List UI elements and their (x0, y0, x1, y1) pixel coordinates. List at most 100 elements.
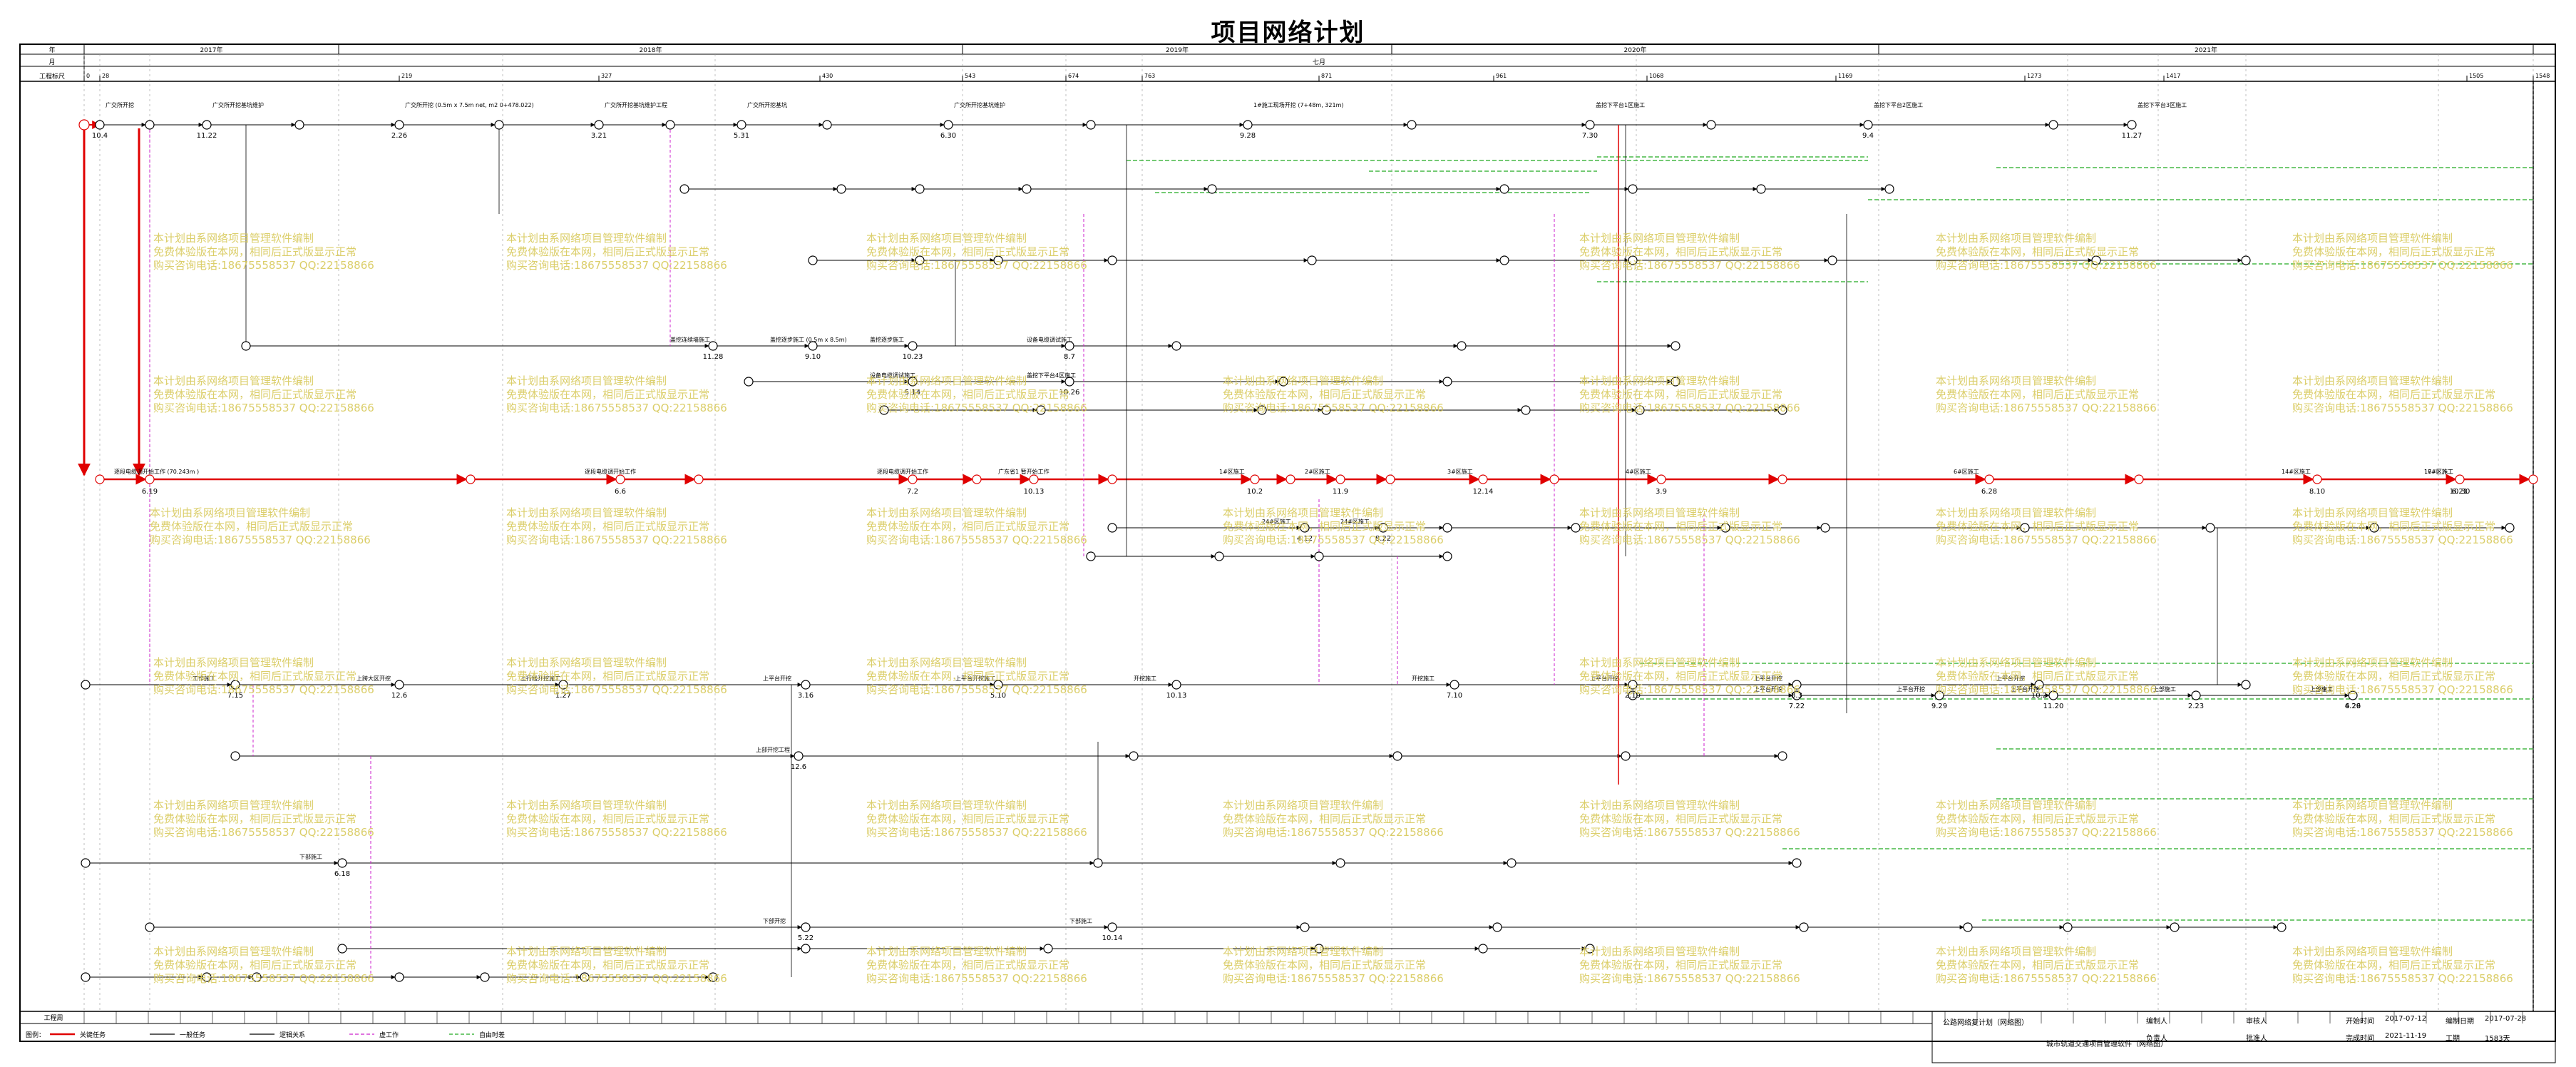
watermark-text: 本计划由系网络项目管理软件编制免费体验版在本网，相同后正式版显示正常购买咨询电话… (1936, 232, 2157, 272)
watermark-line: 购买咨询电话:18675558537 QQ:22158866 (1223, 534, 1444, 546)
event-node (337, 858, 347, 868)
watermark-line: 购买咨询电话:18675558537 QQ:22158866 (2292, 972, 2513, 985)
watermark-text: 本计划由系网络项目管理软件编制免费体验版在本网，相同后正式版显示正常购买咨询电话… (1936, 799, 2157, 839)
watermark-line: 免费体验版在本网，相同后正式版显示正常 (2292, 520, 2496, 533)
watermark-text: 本计划由系网络项目管理软件编制免费体验版在本网，相同后正式版显示正常购买咨询电话… (866, 799, 1087, 839)
event-node (801, 680, 811, 690)
watermark-line: 免费体验版在本网，相同后正式版显示正常 (1223, 388, 1427, 401)
watermark-line: 免费体验版在本网，相同后正式版显示正常 (1223, 959, 1427, 971)
footer-field-value: 2017-07-28 (2485, 1015, 2527, 1023)
footer-field-label: 工期 (2446, 1035, 2460, 1043)
event-node (2127, 120, 2137, 130)
event-node (81, 972, 91, 982)
watermark-line: 免费体验版在本网，相同后正式版显示正常 (866, 520, 1070, 533)
watermark-line: 本计划由系网络项目管理软件编制 (506, 656, 667, 669)
watermark-line: 免费体验版在本网，相同后正式版显示正常 (153, 245, 357, 258)
event-node (1799, 922, 1809, 932)
middle-label: 24#区施工 (1340, 518, 1370, 525)
watermark-line: 免费体验版在本网，相同后正式版显示正常 (1579, 670, 1783, 683)
lower-label: 工作施工 (193, 675, 215, 682)
critical-node (1107, 474, 1117, 484)
watermark-line: 本计划由系网络项目管理软件编制 (153, 945, 314, 958)
critical-task-date: 10.30 (2450, 488, 2470, 496)
task-label: 盖挖下平台3区施工 (2138, 101, 2187, 108)
task-date: 5.31 (734, 132, 749, 140)
watermark-line: 购买咨询电话:18675558537 QQ:22158866 (2292, 683, 2513, 696)
watermark-line: 购买咨询电话:18675558537 QQ:22158866 (506, 534, 727, 546)
event-node (1521, 405, 1531, 415)
lower-date: 7.22 (1789, 703, 1805, 710)
event-node (1207, 184, 1217, 194)
watermark-text: 本计划由系网络项目管理软件编制免费体验版在本网，相同后正式版显示正常购买咨询电话… (866, 374, 1087, 415)
lower-date: 12.6 (791, 763, 806, 771)
watermark-line: 本计划由系网络项目管理软件编制 (866, 945, 1027, 958)
watermark-text: 本计划由系网络项目管理软件编制免费体验版在本网，相同后正式版显示正常购买咨询电话… (2292, 506, 2513, 547)
watermark-text: 本计划由系网络项目管理软件编制免费体验版在本网，相同后正式版显示正常购买咨询电话… (153, 374, 374, 415)
event-node (230, 751, 240, 761)
watermark-line: 免费体验版在本网，相同后正式版显示正常 (506, 245, 710, 258)
watermark-line: 本计划由系网络项目管理软件编制 (1936, 945, 2097, 958)
watermark-text: 本计划由系网络项目管理软件编制免费体验版在本网，相同后正式版显示正常购买咨询电话… (1223, 799, 1444, 839)
event-node (2034, 680, 2044, 690)
event-node (2020, 523, 2030, 533)
watermark-line: 购买咨询电话:18675558537 QQ:22158866 (150, 534, 371, 546)
critical-task-label: 逐段电缆调开始工作 (877, 468, 928, 475)
event-node (2505, 523, 2515, 533)
event-node (1335, 858, 1345, 868)
task-date: 7.30 (1582, 132, 1598, 140)
event-node (1884, 184, 1894, 194)
critical-node (1984, 474, 1994, 484)
watermark-line: 购买咨询电话:18675558537 QQ:22158866 (1579, 972, 1800, 985)
lower-label: 上平台开挖 (1754, 685, 1782, 693)
watermark-text: 本计划由系网络项目管理软件编制免费体验版在本网，相同后正式版显示正常购买咨询电话… (1579, 232, 1800, 272)
duration-row-label: 工程周 (43, 1014, 63, 1022)
watermark-line: 免费体验版在本网，相同后正式版显示正常 (1579, 812, 1783, 825)
event-node (808, 341, 818, 351)
critical-task-label: 6#区施工 (1954, 468, 1979, 475)
tick-label: 28 (102, 73, 109, 79)
task-date: 9.4 (1862, 132, 1874, 140)
watermark-line: 免费体验版在本网，相同后正式版显示正常 (1223, 812, 1427, 825)
event-node (993, 680, 1003, 690)
tick-label: 1273 (2027, 73, 2041, 79)
legend-label: 逻辑关系 (279, 1031, 305, 1039)
lower-date: 6.26 (2345, 703, 2361, 710)
event-node (665, 120, 675, 130)
middle-date: 5.14 (905, 389, 920, 397)
watermark-text: 本计划由系网络项目管理软件编制免费体验版在本网，相同后正式版显示正常购买咨询电话… (866, 945, 1087, 986)
watermark-line: 免费体验版在本网，相同后正式版显示正常 (866, 812, 1070, 825)
watermark-line: 购买咨询电话:18675558537 QQ:22158866 (1579, 826, 1800, 839)
critical-node (615, 474, 625, 484)
watermark-line: 免费体验版在本网，相同后正式版显示正常 (1936, 812, 2140, 825)
footer-field-value: 2017-07-12 (2385, 1015, 2427, 1023)
watermark-line: 购买咨询电话:18675558537 QQ:22158866 (866, 972, 1087, 985)
event-node (1243, 120, 1253, 130)
lower-date: 2.19 (1625, 692, 1641, 700)
event-node (801, 922, 811, 932)
year-label: 2017年 (200, 46, 223, 54)
task-date: 11.22 (197, 132, 217, 140)
event-node (1492, 922, 1502, 932)
event-node (394, 120, 404, 130)
event-node (1585, 944, 1595, 954)
event-node (1300, 922, 1310, 932)
watermark-line: 购买咨询电话:18675558537 QQ:22158866 (1579, 402, 1800, 414)
event-node (679, 184, 689, 194)
event-node (1499, 184, 1509, 194)
event-node (145, 120, 155, 130)
watermark-line: 本计划由系网络项目管理软件编制 (153, 232, 314, 245)
watermark-text: 本计划由系网络项目管理软件编制免费体验版在本网，相同后正式版显示正常购买咨询电话… (1579, 945, 1800, 986)
lower-date: 7.15 (227, 692, 243, 700)
tick-label: 1068 (1649, 73, 1663, 79)
lower-date: 9.29 (1931, 703, 1947, 710)
event-node (252, 972, 262, 982)
event-node (708, 341, 718, 351)
critical-node (908, 474, 918, 484)
event-node (1314, 551, 1324, 561)
year-label: 2018年 (640, 46, 662, 54)
event-node (2048, 690, 2058, 700)
watermark-line: 免费体验版在本网，相同后正式版显示正常 (2292, 670, 2496, 683)
lower-date: 2.23 (2188, 703, 2204, 710)
middle-date: 10.26 (1059, 389, 1080, 397)
footer-project: 城市轨道交通项目管理软件（网络图） (2046, 1041, 2167, 1048)
